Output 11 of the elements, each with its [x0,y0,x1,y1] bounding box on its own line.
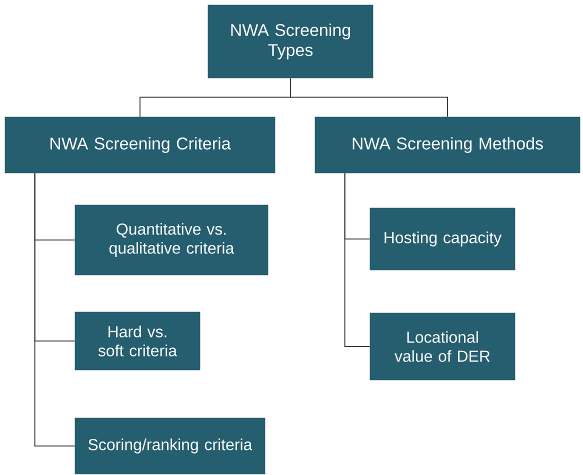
category-box: NWA Screening Criteria [4,116,276,174]
connector-line [290,78,448,118]
item-box: Hosting capacity [370,208,516,270]
item-box: Locational value of DER [370,312,516,380]
item-box: Quantitative vs. qualitative criteria [74,204,268,276]
item-box: Scoring/ranking criteria [74,418,266,474]
connector-line [34,172,76,446]
category-box: NWA Screening Methods [314,116,580,174]
heading-box: NWA Screening Types [208,4,374,78]
item-box: Hard vs. soft criteria [74,312,200,370]
connector-line [344,172,370,347]
